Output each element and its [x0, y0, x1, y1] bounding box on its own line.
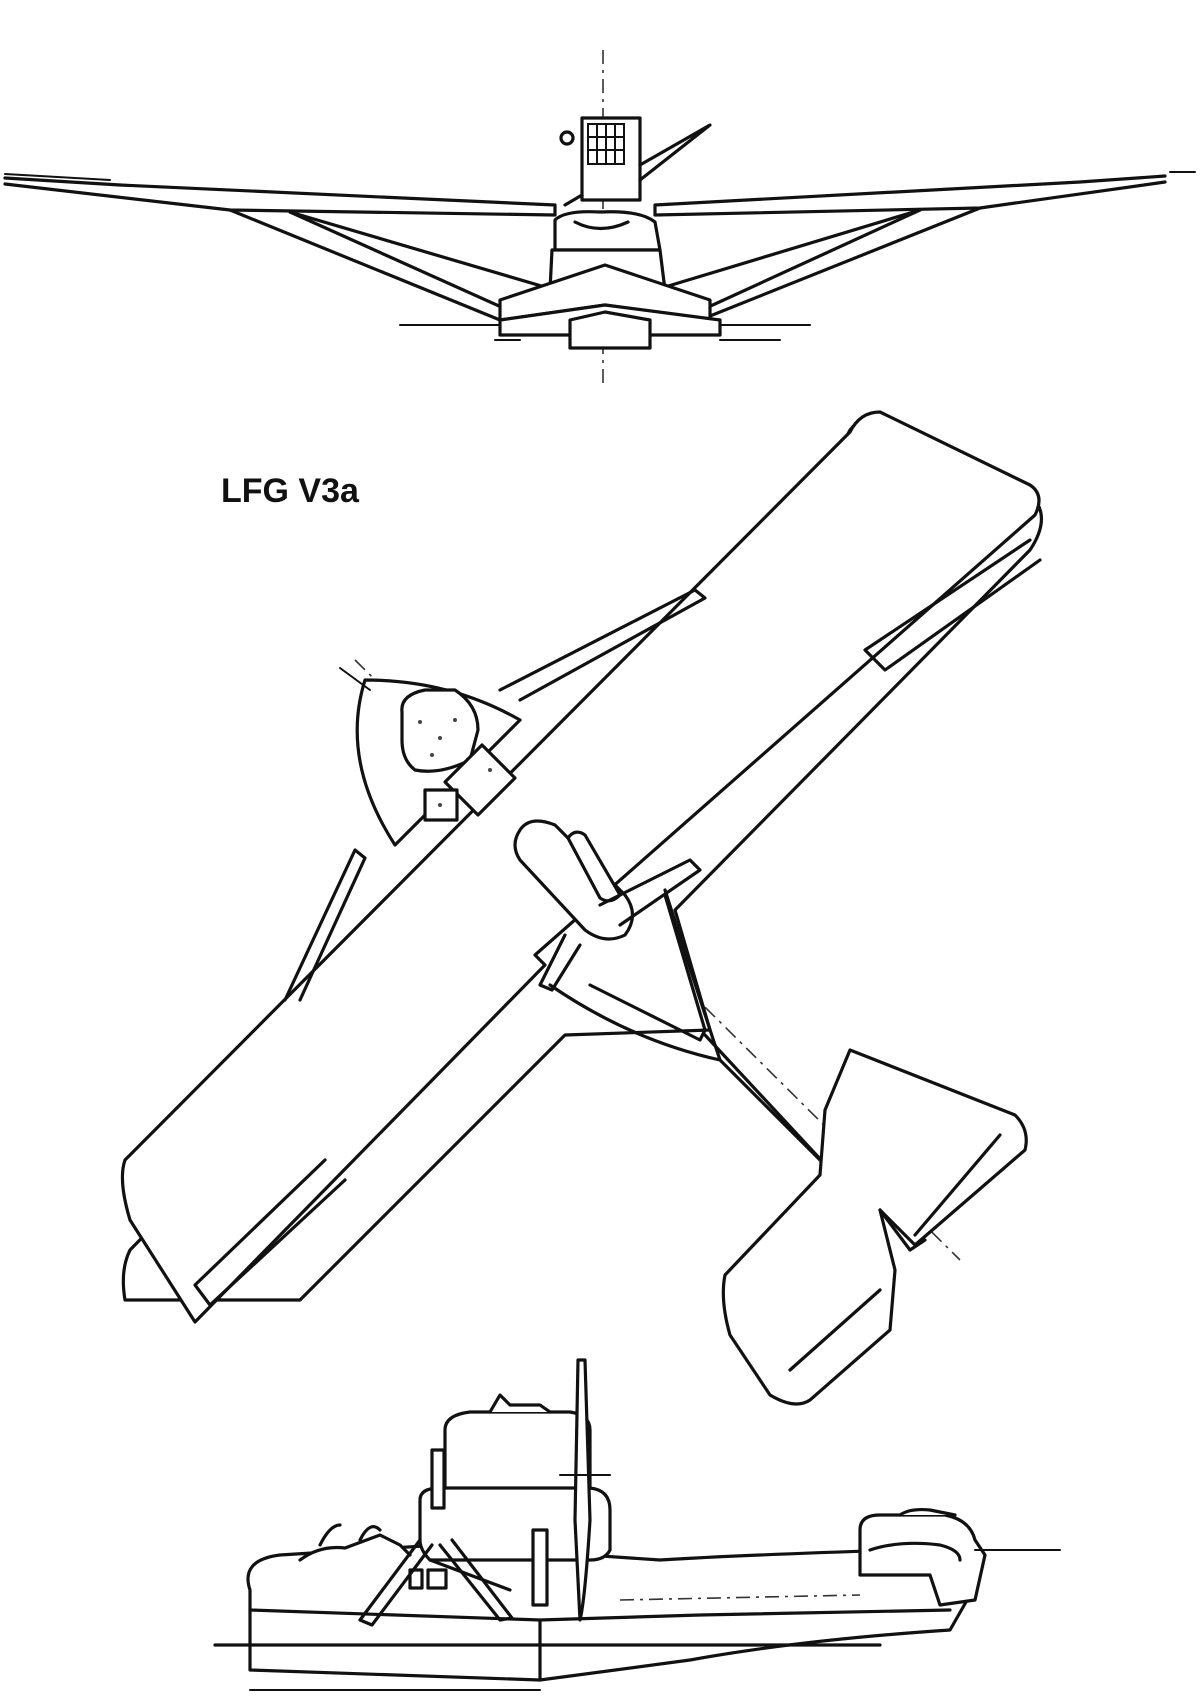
front-right-wing — [653, 174, 1167, 217]
front-propeller-blade — [638, 123, 712, 182]
front-right-strut-inner — [653, 208, 922, 292]
top-right-aileron — [863, 538, 1042, 672]
top-left-strut — [283, 848, 367, 1002]
side-tail-fin — [858, 1513, 987, 1607]
top-left-elevator-line — [788, 1288, 882, 1372]
front-exhaust — [563, 193, 584, 207]
side-front-strut — [358, 1538, 434, 1627]
aircraft-designation-title: LFG V3a — [221, 472, 359, 510]
front-left-wingtip-dash — [4, 173, 111, 181]
top-cockpit-seats — [400, 688, 517, 822]
front-hull-cockpit — [553, 210, 662, 252]
top-engine-mount — [598, 858, 702, 927]
side-tail-top — [898, 1507, 957, 1517]
top-rudder-hinge — [878, 1208, 927, 1252]
side-cockpit-fairing — [298, 1533, 412, 1562]
top-engine-mount-left — [538, 933, 582, 992]
top-horizontal-tail — [721, 1048, 1028, 1406]
top-tail-boom-lower — [548, 983, 722, 1062]
top-right-elevator-line — [913, 1133, 1002, 1237]
top-nose-dash — [339, 667, 371, 691]
top-view-group — [120, 410, 1043, 1406]
side-view-centerline — [619, 1594, 861, 1601]
top-right-strut — [498, 588, 707, 702]
side-propeller — [573, 1358, 592, 1622]
top-tail-boom-upper — [663, 888, 837, 1177]
side-window-2 — [426, 1568, 448, 1590]
top-engine-nacelle — [513, 819, 635, 941]
side-rear-windscreen — [358, 1525, 382, 1542]
top-left-aileron — [193, 1158, 347, 1307]
top-tail-boom-inner — [588, 893, 707, 1042]
front-left-wing — [3, 176, 557, 217]
side-window-1 — [408, 1568, 424, 1590]
front-hull-step — [568, 310, 652, 350]
side-view-group — [213, 1358, 1061, 1691]
side-windscreen — [318, 1523, 342, 1547]
side-wing-float-post — [531, 1528, 549, 1607]
top-tail-keel — [703, 1033, 837, 1177]
front-fuel-cap — [559, 130, 575, 146]
side-hull-chine — [248, 1608, 952, 1622]
side-cross-strut — [428, 1558, 512, 1592]
side-engine-block — [443, 1410, 592, 1497]
front-left-strut-inner — [288, 210, 557, 292]
side-exhaust-stack — [430, 1448, 446, 1510]
side-engine-top — [488, 1393, 552, 1414]
side-tailplane — [868, 1541, 962, 1562]
front-view-group — [3, 50, 1196, 385]
